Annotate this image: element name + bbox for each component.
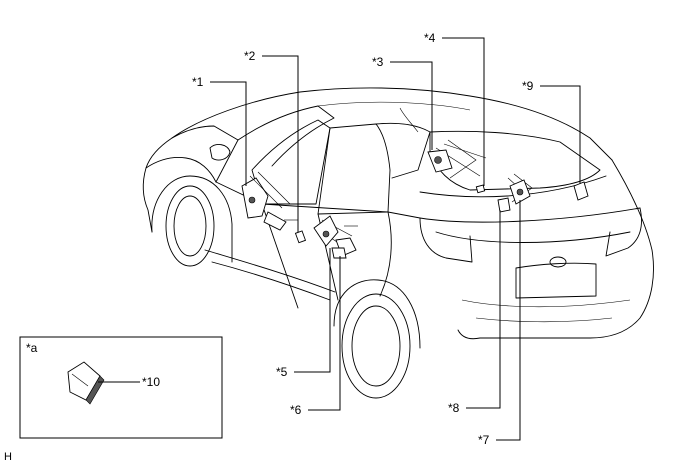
ecu-module-part [67,361,105,405]
corner-mark-label: H [4,451,12,463]
rear-door-regulator-motor-part [497,173,533,213]
front-door-switch-part [294,230,307,244]
callout-3-label: *3 [372,55,384,69]
back-door-switch-part [573,181,589,201]
leader-lines [210,37,581,441]
rear-door-regulator-right-part [427,139,487,179]
front-door-regulator-part [241,171,291,231]
rear-door-regulator-left-part [313,215,357,259]
callout-2-label: *2 [244,49,256,63]
inset-a-label: *a [26,341,38,355]
callout-7-label: *7 [478,433,490,447]
callout-4-label: *4 [424,31,436,45]
callout-10-label: *10 [142,375,160,389]
car-body-outline [142,87,654,399]
callout-1-label: *1 [192,75,204,89]
rear-door-switch-part [475,184,486,194]
callout-8-label: *8 [448,401,460,415]
callout-9-label: *9 [522,79,534,93]
callout-5-label: *5 [276,365,288,379]
callout-6-label: *6 [290,403,302,417]
inset-box [19,336,223,439]
